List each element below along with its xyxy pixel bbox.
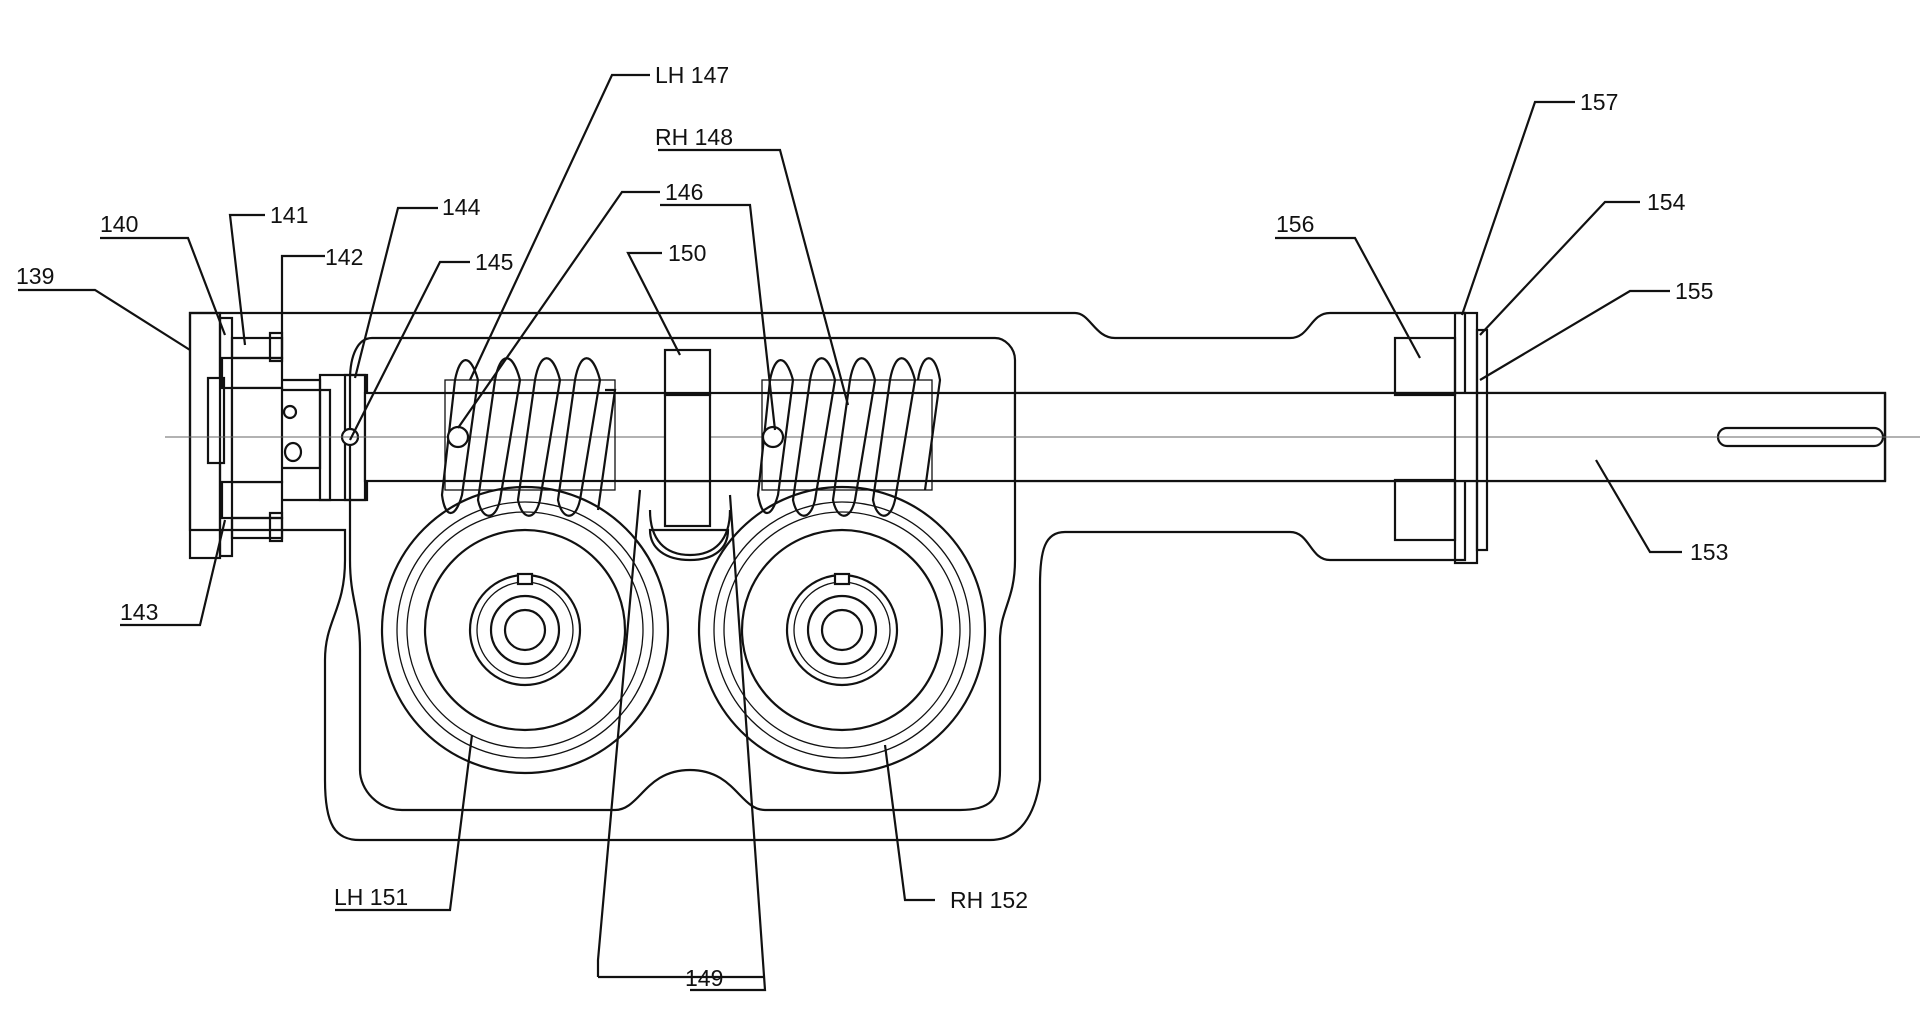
label-146: 146: [665, 179, 703, 205]
label-155: 155: [1675, 278, 1713, 304]
label-143: 143: [120, 599, 158, 625]
worm-wheel-right: [697, 485, 987, 775]
label-153: 153: [1690, 539, 1728, 565]
label-142: 142: [325, 244, 363, 270]
label-156: 156: [1276, 211, 1314, 237]
worm-left: [440, 357, 617, 517]
label-141: 141: [270, 202, 308, 228]
label-154: 154: [1647, 189, 1686, 215]
label-149: 149: [685, 965, 723, 991]
worm-wheel-left: [380, 485, 670, 775]
label-140: 140: [100, 211, 138, 237]
housing: [188, 311, 1467, 842]
part-labels: 139 140 141 142 143 144 145 LH 147 RH 14…: [16, 62, 1728, 991]
input-shaft: [165, 391, 1920, 483]
label-139: 139: [16, 263, 54, 289]
label-145: 145: [475, 249, 513, 275]
worm-right: [756, 357, 942, 517]
label-lh-151: LH 151: [334, 884, 408, 910]
label-157: 157: [1580, 89, 1618, 115]
label-144: 144: [442, 194, 481, 220]
label-rh-148: RH 148: [655, 124, 733, 150]
right-bearing: [1393, 311, 1489, 565]
left-end-cap: [188, 311, 369, 560]
label-rh-152: RH 152: [950, 887, 1028, 913]
leader-lines: [18, 73, 1682, 992]
spacer: [648, 348, 730, 562]
label-150: 150: [668, 240, 706, 266]
label-lh-147: LH 147: [655, 62, 729, 88]
